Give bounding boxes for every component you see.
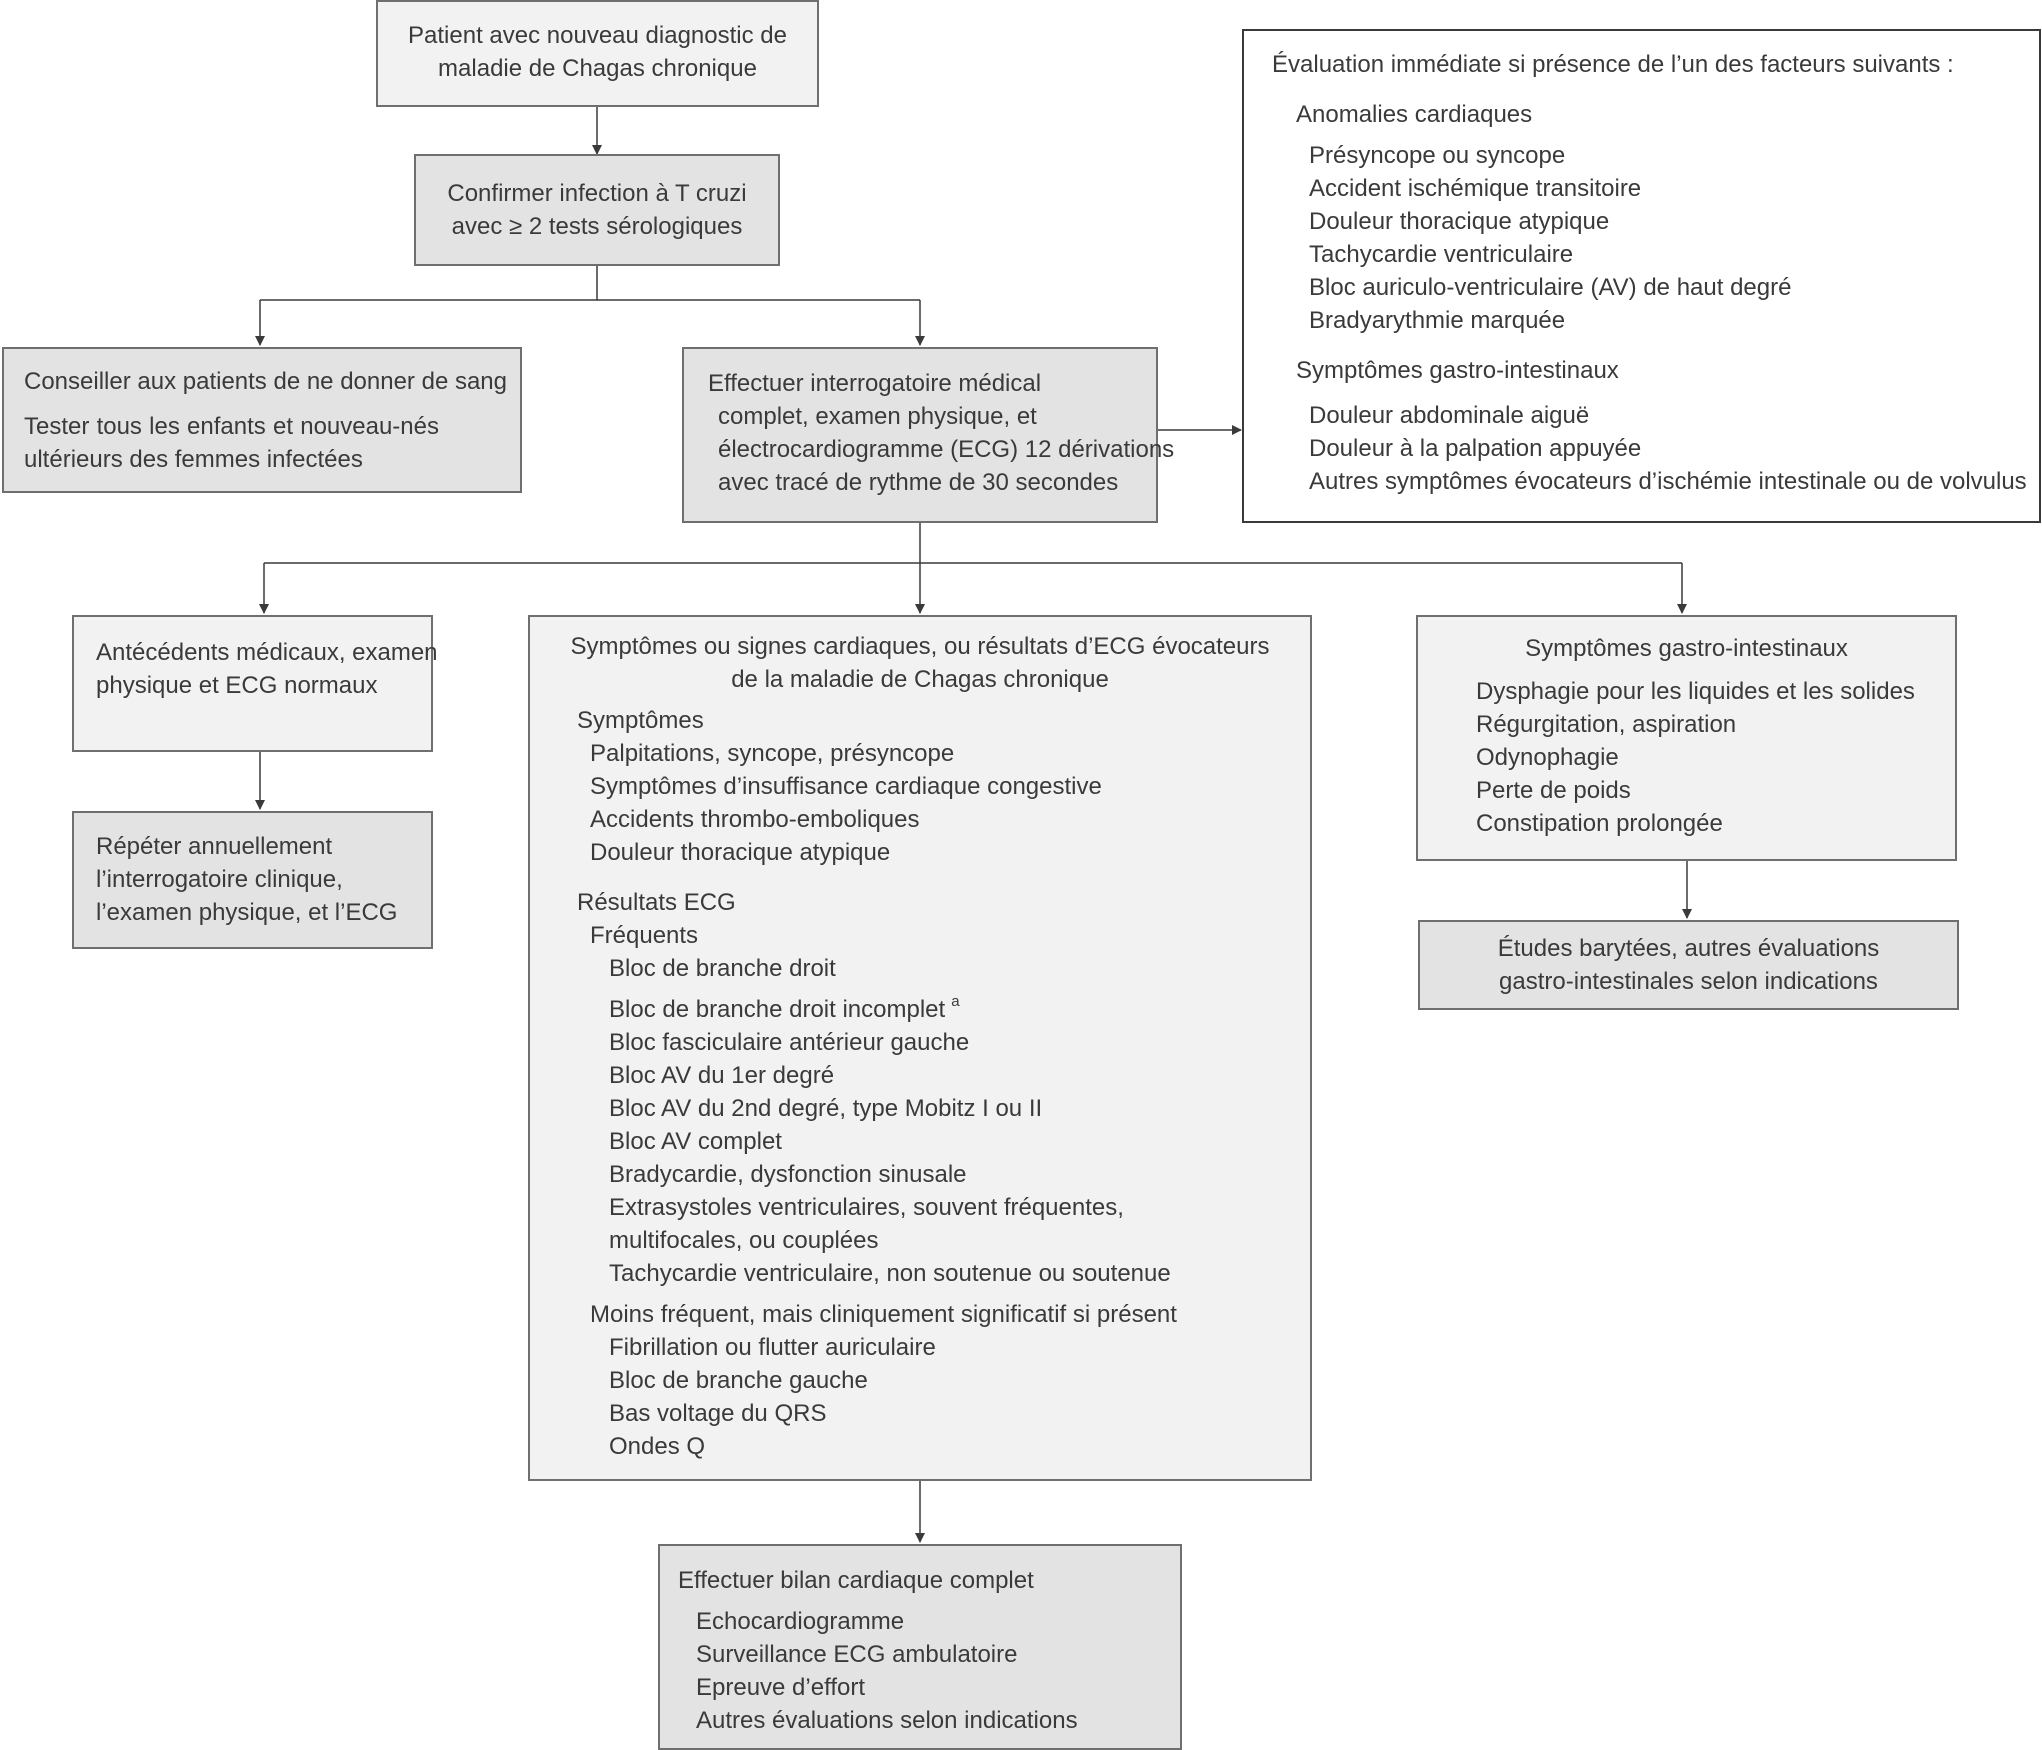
box-text: Patient avec nouveau diagnostic de: [408, 22, 787, 49]
box-repeat-annually: Répéter annuellement l’interrogatoire cl…: [72, 811, 433, 949]
list-item-text: Bloc de branche droit incomplet: [609, 996, 946, 1023]
box-text: Confirmer infection à T cruzi: [447, 180, 747, 207]
list-item: Tachycardie ventriculaire: [1309, 241, 1574, 268]
box-text: Tester tous les enfants et nouveau-nés: [24, 413, 439, 440]
box-text: Antécédents médicaux, examen: [96, 639, 438, 666]
list-item: Epreuve d’effort: [696, 1674, 865, 1701]
less-frequent-list: Fibrillation ou flutter auriculaire Bloc…: [590, 1331, 1310, 1463]
box-full-cardiac-workup: Effectuer bilan cardiaque complet Echoca…: [658, 1544, 1182, 1750]
box-normal-findings: Antécédents médicaux, examen physique et…: [72, 615, 438, 752]
footnote-marker: a: [951, 993, 960, 1010]
list-item: Bloc auriculo-ventriculaire (AV) de haut…: [1309, 274, 1792, 301]
box-text: l’interrogatoire clinique,: [96, 866, 343, 893]
box-text: ultérieurs des femmes infectées: [24, 446, 363, 473]
list-item: Bradyarythmie marquée: [1309, 307, 1566, 334]
list-item: Constipation prolongée: [1476, 810, 1723, 837]
box-title: Symptômes gastro-intestinaux: [1525, 635, 1848, 662]
list-item: Bloc de branche gauche: [609, 1367, 868, 1394]
box-text: physique et ECG normaux: [96, 672, 378, 699]
list-item: Dysphagie pour les liquides et les solid…: [1476, 678, 1915, 705]
list-item: Accidents thrombo-emboliques: [590, 806, 920, 833]
box-text: Répéter annuellement: [96, 833, 333, 860]
frequent-heading: Fréquents: [590, 922, 699, 949]
less-frequent-heading: Moins fréquent, mais cliniquement signif…: [590, 1301, 1177, 1328]
list-item: Douleur thoracique atypique: [590, 839, 891, 866]
list-item: Douleur à la palpation appuyée: [1309, 435, 1642, 462]
box-text: gastro-intestinales selon indications: [1499, 968, 1878, 995]
list-item: Bas voltage du QRS: [609, 1400, 827, 1427]
box-title: Effectuer bilan cardiaque complet: [678, 1567, 1034, 1594]
list-item: multifocales, ou couplées: [609, 1227, 879, 1254]
box-text: avec tracé de rythme de 30 secondes: [718, 469, 1119, 496]
symptoms-list: Palpitations, syncope, présyncope Symptô…: [577, 737, 1310, 869]
list-item: Bloc AV du 1er degré: [609, 1062, 835, 1089]
cardiac-anomalies-heading: Anomalies cardiaques: [1296, 101, 1533, 128]
list-item: Bloc AV complet: [609, 1128, 782, 1155]
list-item: Douleur thoracique atypique: [1309, 208, 1610, 235]
box-text: l’examen physique, et l’ECG: [96, 899, 398, 926]
box-text: Conseiller aux patients de ne donner de …: [24, 368, 507, 395]
box-new-diagnosis: Patient avec nouveau diagnostic de malad…: [376, 0, 819, 107]
box-title: Symptômes ou signes cardiaques, ou résul…: [570, 633, 1270, 660]
list-item: Autres évaluations selon indications: [696, 1707, 1078, 1734]
list-item: Fibrillation ou flutter auriculaire: [609, 1334, 936, 1361]
list-item: Bloc de branche droit incomplet a: [609, 985, 1310, 1026]
frequent-list: Bloc de branche droit Bloc de branche dr…: [590, 952, 1310, 1290]
box-text: électrocardiogramme (ECG) 12 dérivations: [718, 436, 1175, 463]
ecg-results: Fréquents Bloc de branche droit Bloc de …: [577, 919, 1310, 1463]
box-gi-symptoms: Symptômes gastro-intestinaux Dysphagie p…: [1416, 615, 1957, 861]
list-item: Palpitations, syncope, présyncope: [590, 740, 955, 767]
box-immediate-evaluation: Évaluation immédiate si présence de l’un…: [1242, 29, 2041, 523]
list-item: Perte de poids: [1476, 777, 1631, 804]
box-barium-studies: Études barytées, autres évaluations gast…: [1418, 920, 1959, 1010]
box-text: avec ≥ 2 tests sérologiques: [451, 213, 743, 240]
list-item: Autres symptômes évocateurs d’ischémie i…: [1309, 468, 2027, 495]
box-text: Études barytées, autres évaluations: [1497, 935, 1880, 962]
list-item: Odynophagie: [1476, 744, 1619, 771]
list-item: Echocardiogramme: [696, 1608, 905, 1635]
list-item: Bloc de branche droit: [609, 955, 836, 982]
box-cardiac-signs: Symptômes ou signes cardiaques, ou résul…: [528, 615, 1312, 1481]
box-medical-workup: Effectuer interrogatoire médical complet…: [682, 347, 1175, 523]
symptoms-heading: Symptômes: [577, 707, 704, 734]
list-item: Présyncope ou syncope: [1309, 142, 1566, 169]
list-item: Extrasystoles ventriculaires, souvent fr…: [609, 1194, 1124, 1221]
cardiac-content: Symptômes Palpitations, syncope, présync…: [530, 704, 1310, 1463]
box-text: complet, examen physique, et: [718, 403, 1037, 430]
box-title: Évaluation immédiate si présence de l’un…: [1272, 51, 1954, 78]
list-item: Douleur abdominale aiguë: [1309, 402, 1590, 429]
box-text: maladie de Chagas chronique: [438, 55, 757, 82]
list-item: Bloc fasciculaire antérieur gauche: [609, 1029, 970, 1056]
list-item: Tachycardie ventriculaire, non soutenue …: [609, 1260, 1171, 1287]
list-item: Accident ischémique transitoire: [1309, 175, 1642, 202]
connector-confirm-split: [260, 266, 598, 301]
box-advise-patients: Conseiller aux patients de ne donner de …: [2, 347, 522, 493]
list-item: Ondes Q: [609, 1433, 706, 1460]
bilan-list: Echocardiogramme Surveillance ECG ambula…: [678, 1605, 1180, 1737]
cardiac-anomalies-list: Présyncope ou syncope Accident ischémiqu…: [1272, 139, 2039, 337]
list-item: Bradycardie, dysfonction sinusale: [609, 1161, 967, 1188]
box-text: Effectuer interrogatoire médical: [708, 370, 1042, 397]
box-confirm-infection: Confirmer infection à T cruzi avec ≥ 2 t…: [414, 154, 780, 266]
list-item: Régurgitation, aspiration: [1476, 711, 1737, 738]
list-item: Bloc AV du 2nd degré, type Mobitz I ou I…: [609, 1095, 1043, 1122]
ecg-results-heading: Résultats ECG: [577, 889, 736, 916]
list-item: Surveillance ECG ambulatoire: [696, 1641, 1018, 1668]
gi-list: Dysphagie pour les liquides et les solid…: [1418, 675, 1955, 840]
gi-symptoms-list: Douleur abdominale aiguë Douleur à la pa…: [1272, 399, 2039, 498]
gi-symptoms-heading: Symptômes gastro-intestinaux: [1296, 357, 1619, 384]
box-title: de la maladie de Chagas chronique: [731, 666, 1109, 693]
list-item: Symptômes d’insuffisance cardiaque conge…: [590, 773, 1102, 800]
